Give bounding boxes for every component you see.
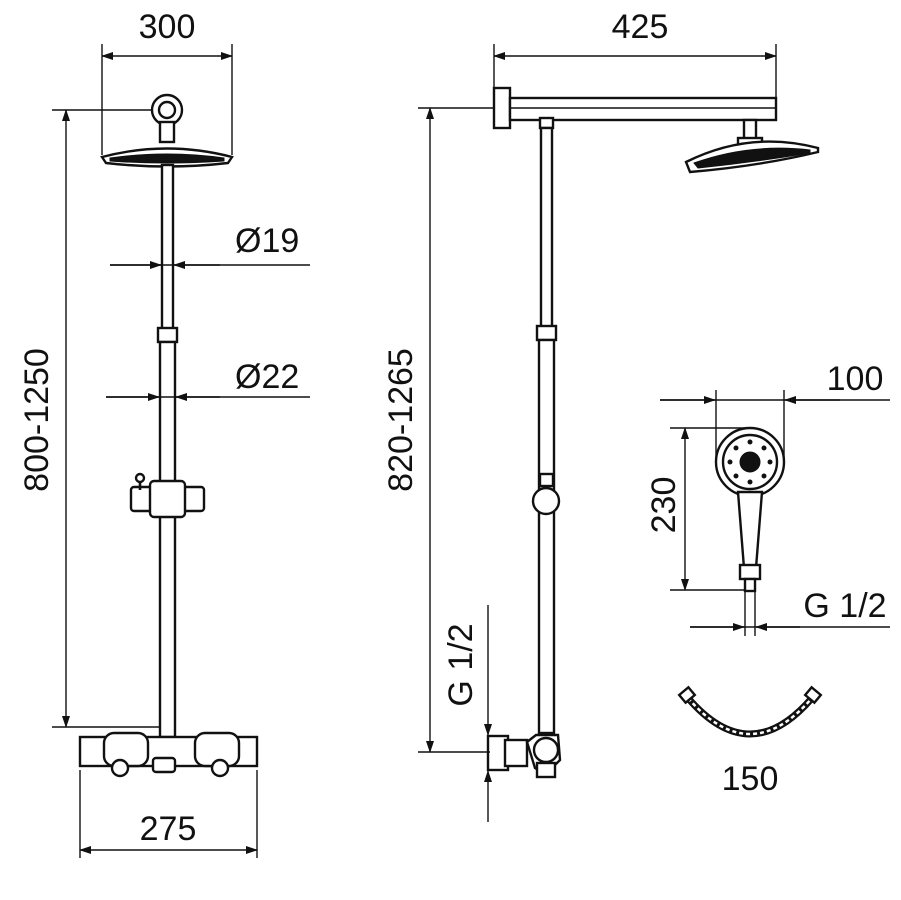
- dim-front-width: 300: [139, 8, 196, 46]
- dim-hose-length: 150: [722, 760, 779, 798]
- front-view: 300 Ø19 Ø22 800-1250 275: [18, 8, 310, 858]
- dim-pipe-lower-diameter: Ø22: [235, 358, 299, 396]
- dim-pipe-upper-diameter: Ø19: [235, 222, 299, 260]
- dim-mixer-width: 275: [140, 810, 197, 848]
- side-wall-bracket: [492, 86, 512, 130]
- hand-shower-handle: [736, 490, 764, 570]
- side-upper-pipe: [539, 126, 554, 330]
- side-lower-pipe: [537, 338, 556, 735]
- dim-front-height: 800-1250: [18, 348, 56, 492]
- dim-hand-shower-length: 230: [645, 477, 683, 534]
- side-mixer-valve: [532, 736, 560, 764]
- side-shower-arm: [508, 96, 778, 122]
- dim-inlet-thread: G 1/2: [442, 623, 480, 706]
- front-upper-pipe: [160, 163, 175, 332]
- dim-side-height: 820-1265: [382, 348, 420, 492]
- side-view: 425 820-1265 G 1/2: [382, 8, 820, 822]
- hand-shower-view: 100 230 G 1/2: [645, 360, 890, 636]
- dim-arm-length: 425: [612, 8, 669, 46]
- front-lower-pipe: [158, 340, 177, 739]
- dim-hand-shower-width: 100: [827, 360, 884, 398]
- side-slider-knob: [531, 486, 561, 516]
- hose-view: 150: [677, 685, 823, 798]
- dim-hand-shower-thread: G 1/2: [803, 587, 886, 625]
